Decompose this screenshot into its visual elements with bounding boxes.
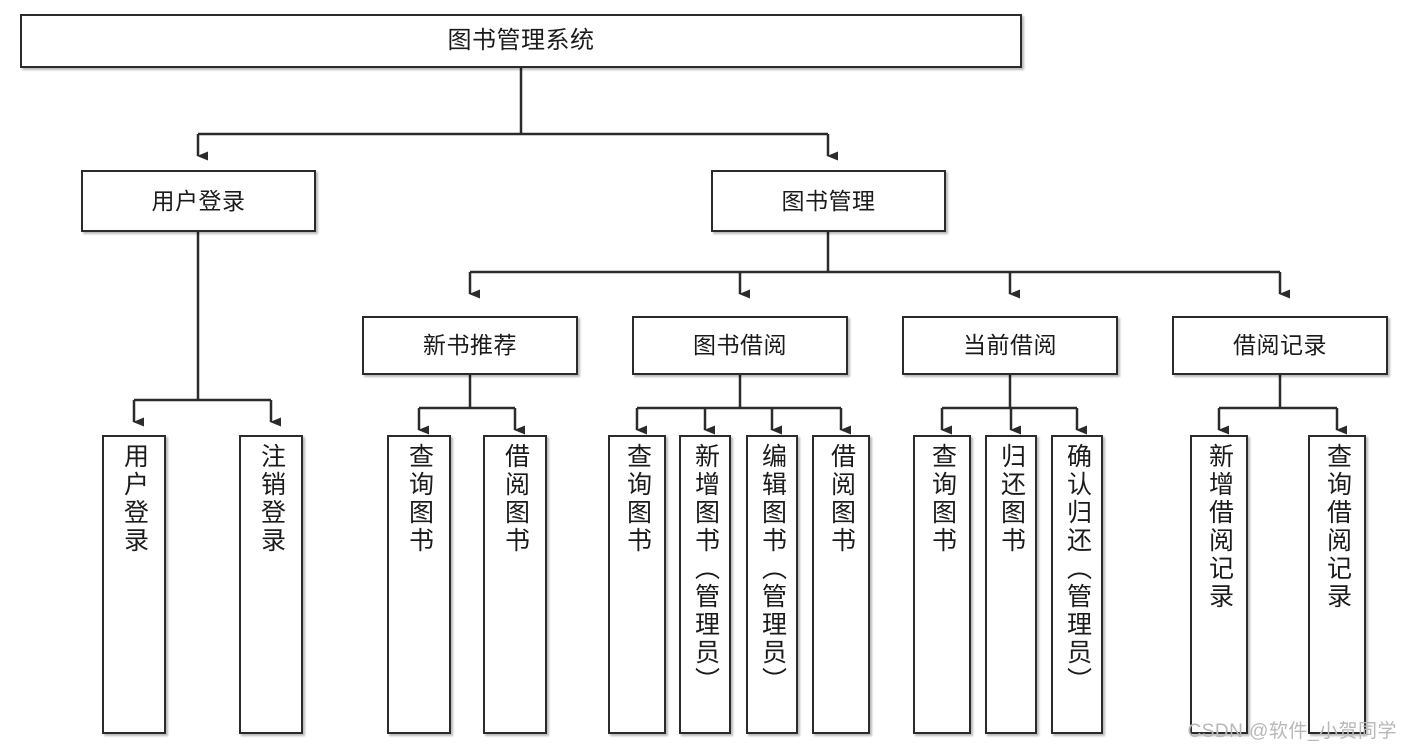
node-label: 查询图书	[623, 443, 652, 555]
node-label: 借阅记录	[1233, 332, 1327, 359]
node-user-login[interactable]: 用户登录	[81, 170, 316, 232]
leaf-add-book-admin[interactable]: 新增图书（管理员）	[679, 435, 731, 734]
node-label: 查询借阅记录	[1323, 443, 1352, 611]
node-book-borrow[interactable]: 图书借阅	[632, 316, 848, 375]
leaf-query-book-borrow[interactable]: 查询图书	[608, 435, 666, 734]
node-label: 新增借阅记录	[1205, 443, 1234, 611]
node-label: 查询图书	[928, 443, 957, 555]
leaf-borrow-book-new[interactable]: 借阅图书	[483, 435, 547, 734]
leaf-query-book-current[interactable]: 查询图书	[913, 435, 971, 734]
leaf-borrow-book[interactable]: 借阅图书	[812, 435, 870, 734]
leaf-confirm-return-admin[interactable]: 确认归还（管理员）	[1051, 435, 1103, 734]
leaf-query-borrow-record[interactable]: 查询借阅记录	[1308, 435, 1366, 734]
node-new-book-recommend[interactable]: 新书推荐	[362, 316, 578, 375]
node-label: 图书借阅	[693, 332, 787, 359]
node-label: 用户登录	[151, 187, 246, 214]
node-label: 查询图书	[405, 443, 434, 555]
node-label: 新增图书（管理员）	[691, 443, 720, 695]
node-current-borrow[interactable]: 当前借阅	[902, 316, 1118, 375]
node-label: 用户登录	[120, 443, 149, 555]
node-label: 借阅图书	[827, 443, 856, 555]
leaf-add-borrow-record[interactable]: 新增借阅记录	[1190, 435, 1248, 734]
leaf-query-book-new[interactable]: 查询图书	[387, 435, 451, 734]
node-label: 图书管理	[781, 187, 876, 214]
node-label: 注销登录	[257, 443, 286, 555]
watermark: CSDN @软件_小贺同学	[1187, 721, 1397, 742]
node-label: 借阅图书	[501, 443, 530, 555]
node-borrow-record[interactable]: 借阅记录	[1172, 316, 1388, 375]
node-label: 归还图书	[997, 443, 1026, 555]
leaf-return-book[interactable]: 归还图书	[985, 435, 1037, 734]
node-label: 新书推荐	[423, 332, 517, 359]
node-label: 当前借阅	[963, 332, 1057, 359]
leaf-logout[interactable]: 注销登录	[239, 435, 303, 734]
node-label: 确认归还（管理员）	[1063, 443, 1092, 695]
node-label: 编辑图书（管理员）	[758, 443, 787, 695]
leaf-edit-book-admin[interactable]: 编辑图书（管理员）	[746, 435, 798, 734]
leaf-user-login[interactable]: 用户登录	[102, 435, 166, 734]
node-book-management[interactable]: 图书管理	[711, 170, 946, 232]
node-label: 图书管理系统	[447, 27, 595, 55]
node-root[interactable]: 图书管理系统	[20, 14, 1022, 68]
